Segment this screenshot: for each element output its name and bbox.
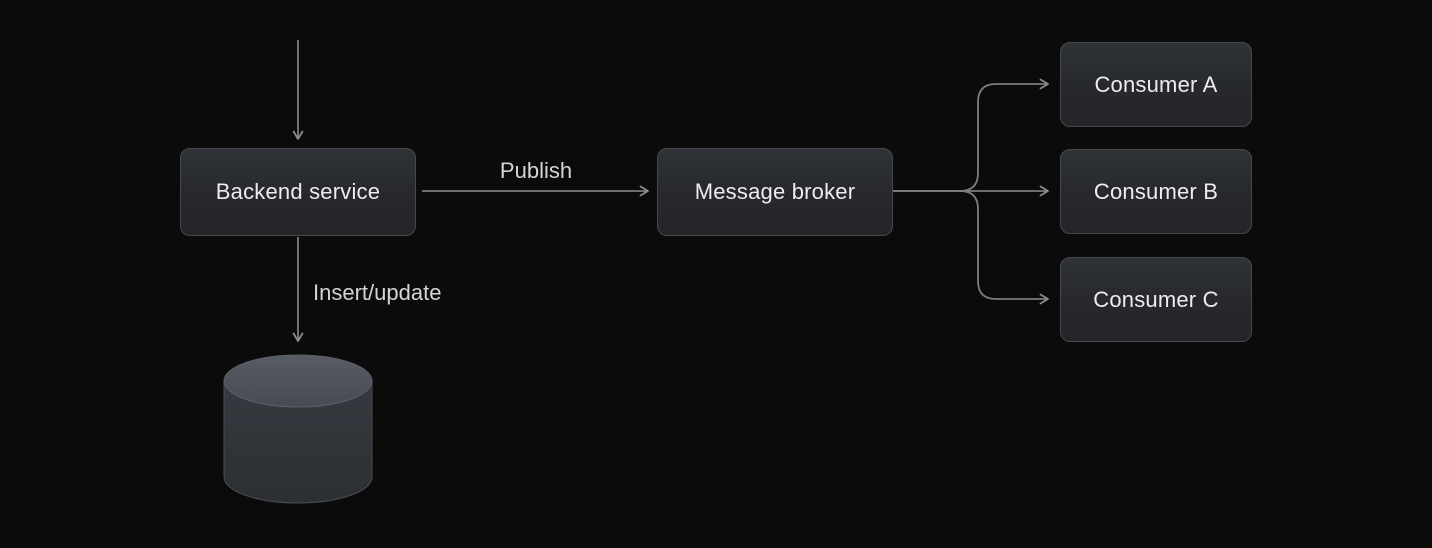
node-backend-service: Backend service bbox=[180, 148, 416, 236]
database-cylinder-body bbox=[223, 380, 373, 504]
node-consumer-c: Consumer C bbox=[1060, 257, 1252, 342]
edge-broker-to-consumer-c bbox=[893, 190, 1049, 305]
edge-label-insert-update: Insert/update bbox=[313, 280, 442, 305]
database-cylinder-icon bbox=[223, 354, 373, 504]
edge-label-publish: Publish bbox=[499, 158, 573, 183]
node-consumer-b: Consumer B bbox=[1060, 149, 1252, 234]
database-cylinder-top bbox=[223, 354, 373, 408]
node-message-broker: Message broker bbox=[657, 148, 893, 236]
edge-broker-to-consumer-a bbox=[893, 78, 1049, 192]
node-consumer-a: Consumer A bbox=[1060, 42, 1252, 127]
